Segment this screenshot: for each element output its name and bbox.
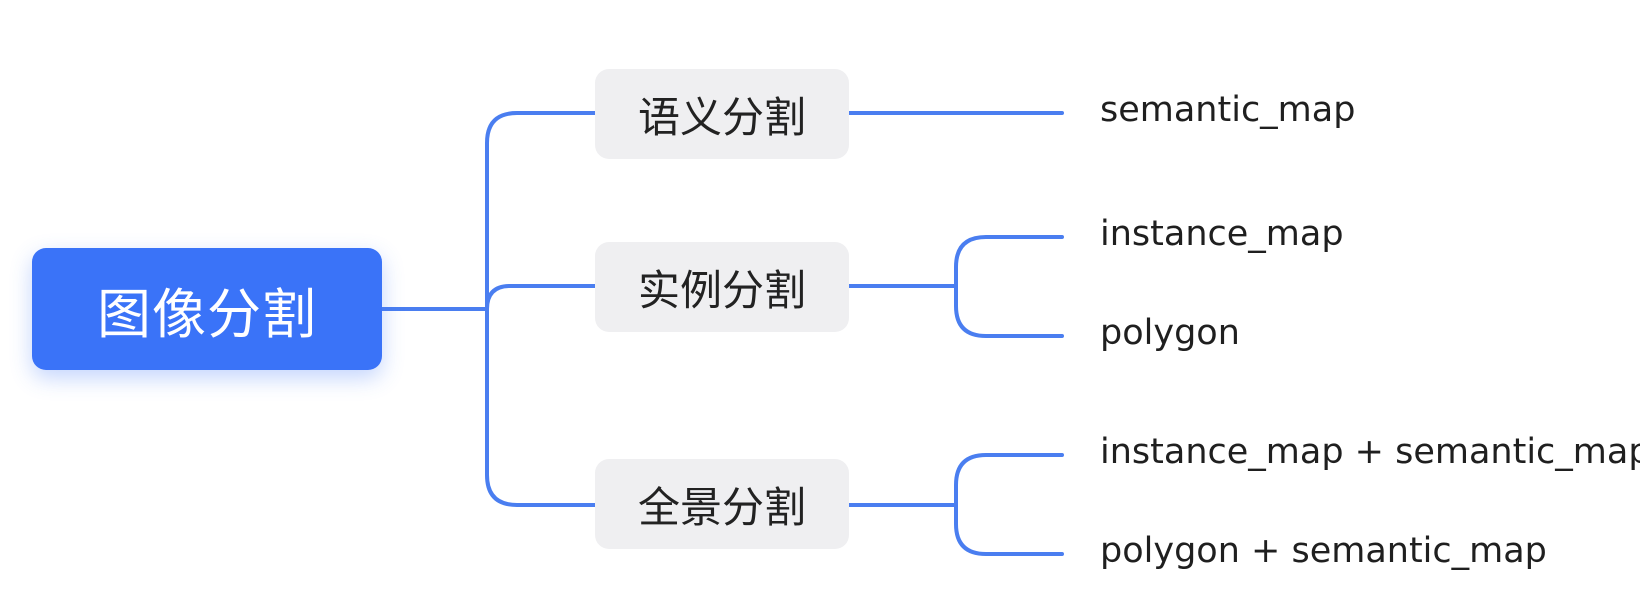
branch-node-semantic-segmentation[interactable]: 语义分割	[595, 69, 849, 159]
connector-branch-3-leaf-1	[954, 453, 1064, 556]
branch-node-label: 实例分割	[637, 265, 806, 315]
branch-node-instance-segmentation[interactable]: 实例分割	[595, 242, 849, 332]
connector-trunk-branch-2	[485, 284, 597, 311]
leaf-node-instance-map[interactable]: instance_map	[1100, 214, 1344, 254]
branch-node-label: 语义分割	[637, 92, 806, 142]
leaf-node-instance-map-semantic-map[interactable]: instance_map + semantic_map	[1100, 432, 1640, 472]
leaf-node-semantic-map[interactable]: semantic_map	[1100, 90, 1356, 130]
branch-node-panoptic-segmentation[interactable]: 全景分割	[595, 459, 849, 549]
leaf-node-polygon[interactable]: polygon	[1100, 313, 1240, 353]
root-node-label: 图像分割	[97, 282, 317, 346]
leaf-node-polygon-semantic-map[interactable]: polygon + semantic_map	[1100, 531, 1547, 571]
branch-node-label: 全景分割	[637, 482, 806, 532]
connector-trunk-branch-1	[485, 111, 597, 507]
connector-branch-2-leaf-1	[954, 235, 1064, 338]
root-node[interactable]: 图像分割	[32, 248, 382, 370]
